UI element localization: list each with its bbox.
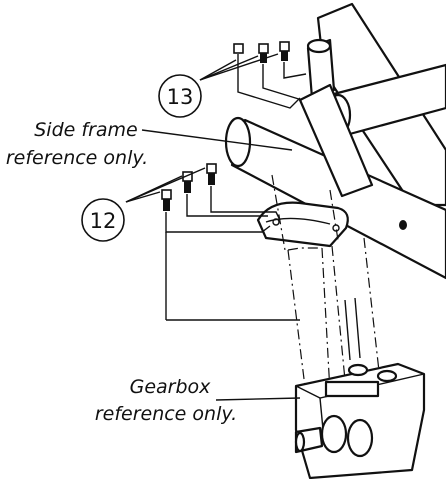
bolt bbox=[258, 43, 303, 101]
bolt bbox=[161, 189, 271, 233]
bolt bbox=[182, 171, 268, 217]
bolt-group-12 bbox=[125, 163, 300, 321]
mounting-bracket bbox=[256, 201, 349, 248]
gearbox bbox=[294, 362, 426, 479]
gearbox-label-line1: Gearbox bbox=[130, 376, 212, 398]
gearbox-label: Gearbox reference only. bbox=[95, 376, 301, 425]
side-frame-label-line1: Side frame bbox=[34, 119, 137, 141]
column-dashed bbox=[271, 174, 381, 396]
callout-12: 12 bbox=[81, 198, 125, 242]
callout-13: 13 bbox=[158, 74, 202, 118]
side-frame-label: Side frame reference only. bbox=[6, 119, 293, 169]
gearbox-label-line2: reference only. bbox=[95, 403, 237, 425]
side-frame bbox=[224, 2, 446, 280]
bolt-group-13 bbox=[199, 41, 307, 109]
callout-13-number: 13 bbox=[167, 85, 194, 109]
callout-12-number: 12 bbox=[90, 209, 117, 233]
bolt bbox=[279, 41, 307, 79]
side-frame-label-line2: reference only. bbox=[6, 147, 148, 169]
bolt bbox=[233, 43, 301, 109]
bolt bbox=[206, 163, 281, 221]
